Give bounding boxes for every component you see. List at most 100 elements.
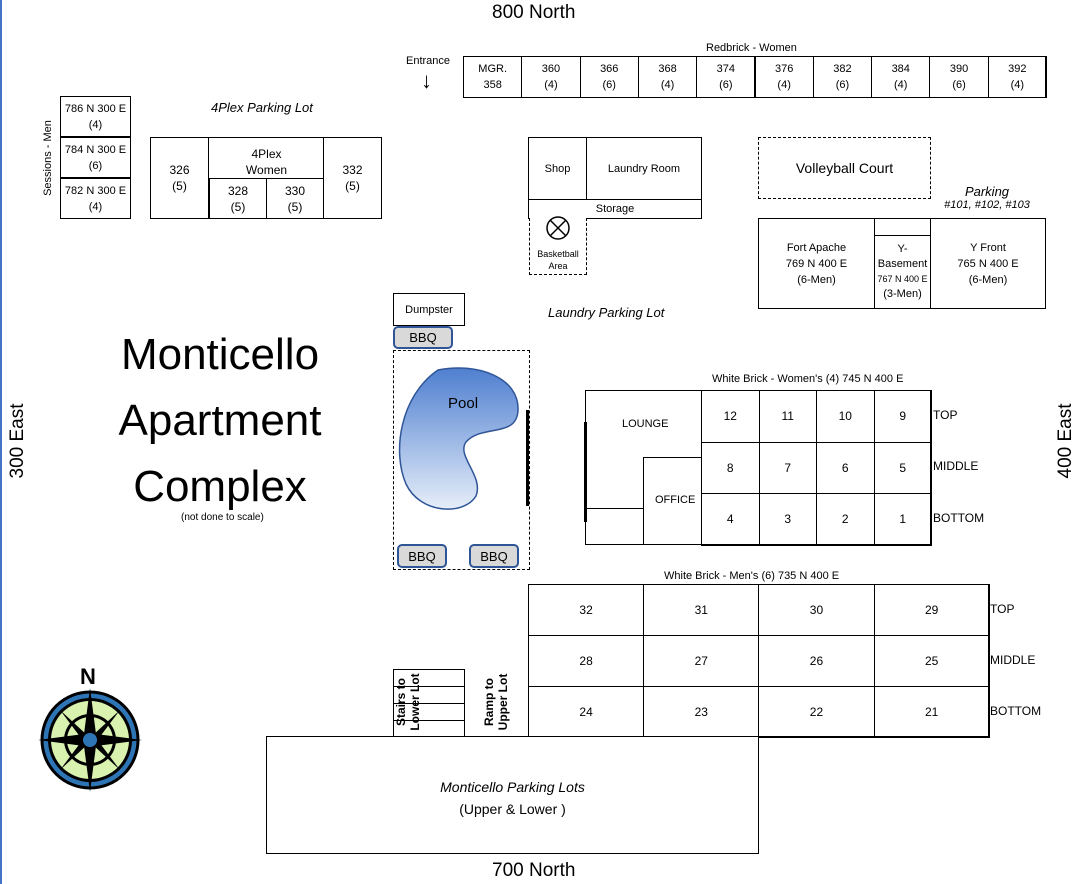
unit-330-cap: (5) [287,199,303,214]
sessions-building [60,96,131,219]
apartment-unit[interactable]: 21 [873,686,990,738]
sessions-label: Sessions - Men [42,120,54,196]
apartment-unit[interactable]: 12 [701,390,760,443]
redbrick-unit[interactable]: MGR. 358 [463,56,523,98]
parking-right-label: Parking #101, #102, #103 [933,184,1041,211]
apartment-unit[interactable]: 27 [643,635,760,687]
apartment-unit[interactable]: 3 [758,493,817,546]
bbq-pool-right[interactable]: BBQ [469,544,519,568]
redbrick-unit-num: 390 [949,63,969,75]
apartment-unit[interactable]: 28 [528,635,645,687]
apartment-unit[interactable]: 4 [701,493,760,546]
y-basement[interactable]: Y- Basement 767 N 400 E (3-Men) [874,235,931,309]
white-men-title: White Brick - Men's (6) 735 N 400 E [664,570,840,582]
unit-332-cap: (5) [345,179,360,193]
bbq-pool-left[interactable]: BBQ [397,544,447,568]
fort-apache-name: Fort Apache [786,241,847,254]
apartment-unit[interactable]: 11 [758,390,817,443]
sessions-unit-cap: (4) [88,118,103,131]
storage[interactable]: Storage [528,199,702,219]
apartment-unit[interactable]: 7 [758,441,817,494]
compass-north-label: N [80,664,96,689]
apartment-unit[interactable]: 1 [873,493,932,546]
monticello-parking-lots[interactable] [266,736,759,854]
y-basement-addr: 767 N 400 E [877,274,928,284]
fort-apache-cap: (6-Men) [797,273,836,286]
sessions-unit[interactable]: 784 N 300 E(6) [60,137,131,178]
apartment-unit[interactable]: 24 [528,686,645,738]
unit-328[interactable]: 328 (5) [209,178,267,219]
unit-330[interactable]: 330 (5) [266,178,324,219]
apartment-unit[interactable]: 8 [701,441,760,494]
redbrick-unit[interactable]: 384(4) [871,56,931,98]
pool-fence [526,410,529,506]
office[interactable] [643,457,702,545]
street-south: 700 North [492,860,576,881]
y-front-addr: 765 N 400 E [957,257,1019,270]
stairs-steps [393,669,465,737]
bbq-top[interactable]: BBQ [393,326,453,349]
apartment-unit[interactable]: 22 [758,686,875,738]
redbrick-unit-cap: (4) [544,79,558,91]
stairs-divider [464,669,465,737]
floor-label: BOTTOM [933,510,985,525]
fourplex-title-2: Women [245,163,288,177]
volleyball-court[interactable]: Volleyball Court [758,137,931,199]
floor-label: BOTTOM [990,703,1042,718]
apartment-unit[interactable]: 25 [873,635,990,687]
redbrick-unit[interactable]: 368(4) [637,56,698,98]
parking-right-title: Parking [964,184,1010,199]
unit-326-num: 326 [169,163,190,177]
complex-title: Monticello Apartment Complex [95,322,345,520]
fort-apache[interactable]: Fort Apache 769 N 400 E (6-Men) [758,218,875,309]
fourplex-title: 4Plex Women [209,146,324,178]
apartment-unit[interactable]: 32 [528,584,645,636]
redbrick-title: Redbrick - Women [706,42,797,54]
unit-326[interactable]: 326 (5) [150,137,209,219]
redbrick-unit[interactable]: 382(6) [812,56,873,98]
pool-icon [398,366,523,521]
redbrick-unit-cap: (4) [660,79,675,91]
unit-330-num: 330 [284,183,306,198]
laundry-room[interactable]: Laundry Room [586,137,702,200]
redbrick-unit[interactable]: 360(4) [521,56,581,98]
unit-332[interactable]: 332 (5) [323,137,382,219]
y-front[interactable]: Y Front 765 N 400 E (6-Men) [930,218,1046,309]
apartment-unit[interactable]: 23 [643,686,760,738]
basketball-label: Basketball Area [537,249,579,271]
compass-rose-icon [38,686,142,799]
redbrick-unit[interactable]: 366(6) [579,56,639,98]
redbrick-unit[interactable]: 392(4) [987,56,1047,98]
redbrick-unit-num: 360 [541,63,561,75]
y-basement-cap: (3-Men) [883,288,922,300]
parking-right-nums: #101, #102, #103 [944,199,1030,211]
dumpster[interactable]: Dumpster [393,293,465,326]
redbrick-unit[interactable]: 374(6) [696,56,756,98]
sessions-unit-cap: (4) [88,200,103,213]
redbrick-unit[interactable]: 376(4) [754,56,814,98]
redbrick-unit[interactable]: 390(6) [929,56,989,98]
stairs-label: Stairs to Lower Lot [394,673,422,731]
fort-apache-addr: 769 N 400 E [785,257,848,270]
sessions-unit[interactable]: 786 N 300 E(4) [60,96,131,137]
apartment-unit[interactable]: 26 [758,635,875,687]
title-line-2: Apartment [118,396,322,445]
apartment-unit[interactable]: 10 [816,390,875,443]
apartment-unit[interactable]: 9 [873,390,932,443]
redbrick-unit-cap: 358 [483,79,502,91]
redbrick-unit-cap: (6) [952,79,966,91]
redbrick-unit-cap: (6) [602,79,616,91]
scale-note: (not done to scale) [181,512,264,523]
apartment-unit[interactable]: 5 [873,441,932,494]
office-label: OFFICE [655,494,696,506]
apartment-unit[interactable]: 31 [643,584,760,636]
apartment-unit[interactable]: 2 [816,493,875,546]
title-line-3: Complex [133,462,307,511]
sessions-unit[interactable]: 782 N 300 E(4) [60,178,131,219]
redbrick-unit-num: MGR. [478,63,508,75]
apartment-unit[interactable]: 29 [873,584,990,636]
shop[interactable]: Shop [528,137,587,200]
apartment-unit[interactable]: 30 [758,584,875,636]
apartment-unit[interactable]: 6 [816,441,875,494]
sessions-unit-cap: (6) [88,159,103,172]
